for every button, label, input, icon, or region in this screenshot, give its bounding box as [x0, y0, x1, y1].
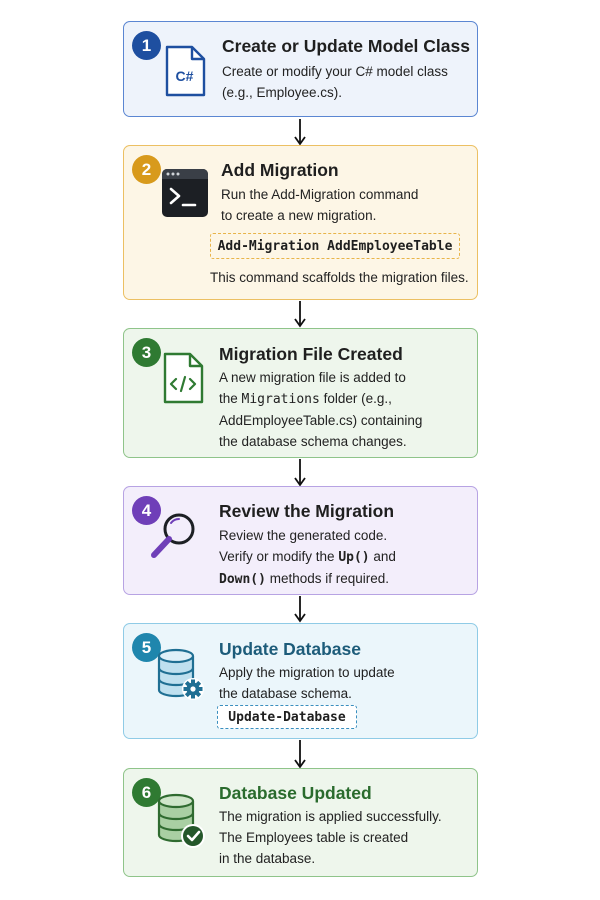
step-6-badge: 6	[132, 778, 161, 807]
database-check-icon	[156, 793, 206, 854]
step-5-line-2: the database schema.	[219, 686, 352, 701]
flow-arrow-5	[294, 740, 306, 769]
step-6-title: Database Updated	[219, 783, 372, 803]
step-3-badge: 3	[132, 338, 161, 367]
step-3-line-4: the database schema changes.	[219, 434, 407, 449]
step-2-line-1: Run the Add-Migration command	[221, 187, 419, 202]
step-5-card: 5 Update Database Apply the migratio	[123, 623, 478, 739]
step-1-badge: 1	[132, 31, 161, 60]
step-4-line-1: Review the generated code.	[219, 528, 388, 543]
step-6-card: 6 Database Updated The migration is appl…	[123, 768, 478, 877]
flow-arrow-3	[294, 459, 306, 487]
magnifier-icon	[148, 509, 202, 568]
step-5-badge: 5	[132, 633, 161, 662]
step-4-line-3: Down() methods if required.	[219, 568, 396, 590]
step-3-title: Migration File Created	[219, 344, 403, 364]
step-1-title: Create or Update Model Class	[222, 36, 470, 56]
step-5-line-1: Apply the migration to update	[219, 665, 395, 680]
step-2-line-2: to create a new migration.	[221, 208, 377, 223]
step-5-description: Apply the migration to update the databa…	[219, 662, 395, 704]
step-6-line-2: The Employees table is created	[219, 830, 409, 845]
step-1-line-2: (e.g., Employee.cs).	[222, 85, 343, 100]
step-3-line-2-pre: the	[219, 391, 242, 406]
step-3-description: A new migration file is added to the Mig…	[219, 367, 422, 452]
step-4-line-2-post: and	[369, 549, 396, 564]
migrations-folder-code: Migrations	[241, 392, 320, 407]
terminal-icon	[162, 169, 208, 222]
flow-arrow-1	[294, 119, 306, 146]
step-4-title: Review the Migration	[219, 501, 395, 521]
step-6-line-3: in the database.	[219, 851, 316, 866]
code-file-icon	[162, 351, 206, 410]
step-6-line-1: The migration is applied successfully.	[219, 809, 442, 824]
step-2-footer: This command scaffolds the migration fil…	[210, 270, 469, 285]
step-2-card: 2 Add Migration Run the Add-Migration co…	[123, 145, 478, 300]
step-4-line-2: Verify or modify the Up() and	[219, 546, 396, 568]
step-2-description: Run the Add-Migration command to create …	[221, 184, 418, 226]
down-method-code: Down()	[219, 572, 266, 587]
step-3-line-3: AddEmployeeTable.cs) containing	[219, 413, 423, 428]
step-3-line-2: the Migrations folder (e.g.,	[219, 388, 422, 410]
step-1-description: Create or modify your C# model class (e.…	[222, 61, 448, 103]
step-4-line-3-post: methods if required.	[265, 571, 390, 586]
step-5-title: Update Database	[219, 639, 361, 659]
step-2-title: Add Migration	[221, 160, 339, 180]
step-4-badge: 4	[132, 496, 161, 525]
up-method-code: Up()	[338, 550, 370, 565]
step-3-line-1: A new migration file is added to	[219, 370, 406, 385]
step-4-line-2-pre: Verify or modify the	[219, 549, 339, 564]
step-2-badge: 2	[132, 155, 161, 184]
flow-arrow-2	[294, 301, 306, 328]
step-4-card: 4 Review the Migration Review the genera…	[123, 486, 478, 595]
step-6-description: The migration is applied successfully. T…	[219, 806, 442, 869]
flow-arrow-4	[294, 596, 306, 623]
csharp-label: C#	[176, 68, 194, 84]
step-3-line-2-post: folder (e.g.,	[319, 391, 392, 406]
step-4-description: Review the generated code. Verify or mod…	[219, 525, 396, 590]
step-1-card: 1 C# Create or Update Model Class Create…	[123, 21, 478, 117]
update-database-command[interactable]: Update-Database	[217, 705, 357, 729]
add-migration-command[interactable]: Add-Migration AddEmployeeTable	[210, 233, 460, 259]
csharp-file-icon: C#	[164, 44, 208, 103]
step-1-line-1: Create or modify your C# model class	[222, 64, 448, 79]
database-gear-icon	[156, 648, 206, 707]
step-3-card: 3 Migration File Created A new migration…	[123, 328, 478, 458]
